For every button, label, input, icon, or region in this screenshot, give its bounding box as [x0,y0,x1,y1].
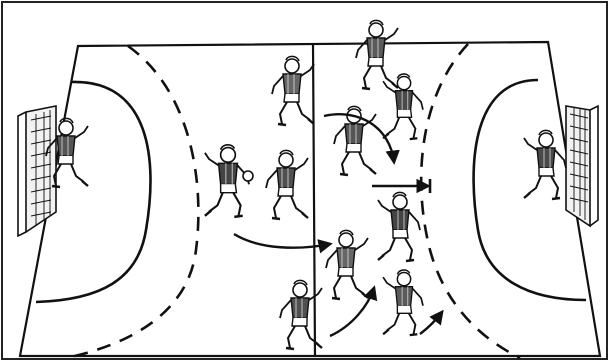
handball-goal-icon [18,106,56,236]
player-figure-icon [383,270,423,335]
player-figure-icon [356,20,398,89]
movement-arrow-icon [234,234,330,248]
handball-goal-icon [566,106,598,226]
left-free-throw-line [66,46,198,358]
player-figure-icon [326,230,368,299]
movement-arrow-icon [420,312,442,334]
ball-icon [243,171,253,181]
player-figure-icon [205,145,249,217]
right-free-throw-line [421,44,520,358]
player-figure-icon [524,130,566,199]
player-figure-icon [272,56,314,125]
players-group [46,20,566,349]
player-figure-icon [266,150,308,219]
player-figure-icon [378,192,420,261]
movement-arrow-icon [330,288,374,336]
player-figure-icon [383,74,423,139]
